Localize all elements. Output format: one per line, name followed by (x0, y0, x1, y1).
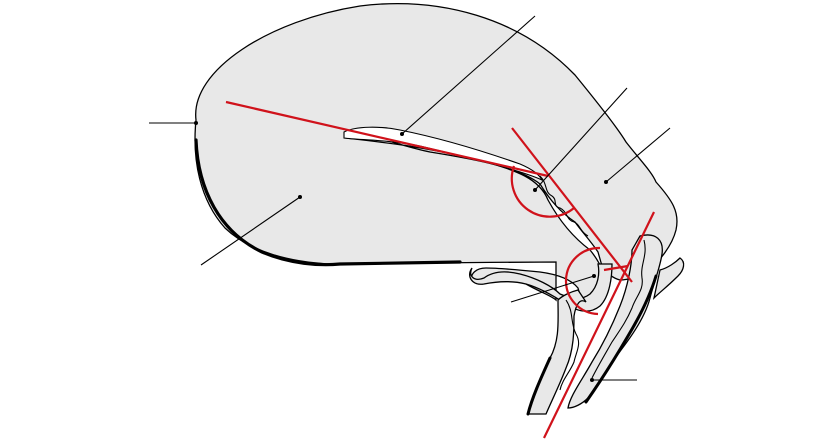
leader-line-top (401, 15, 536, 135)
leader-line-upper-right (534, 87, 628, 191)
red-angle-arc-upper (510, 165, 575, 218)
leader-dot-lower-left (298, 195, 302, 199)
outer-right-flap (652, 257, 685, 301)
leader-line-lower-middle (510, 275, 595, 303)
main-body-shape (194, 3, 678, 307)
leader-dot-lower-middle (592, 274, 596, 278)
red-axis-line-lower (543, 211, 655, 439)
right-tube-inner-wavy (591, 239, 646, 379)
leader-dot-upper-right (533, 188, 537, 192)
leader-line-right (605, 127, 671, 183)
leader-dot-bottom-right (590, 378, 594, 382)
leader-dot-left (194, 121, 198, 125)
red-axis-line-middle (511, 127, 633, 283)
right-tube-thick-edge (584, 274, 658, 404)
inner-wavy-line (539, 175, 589, 237)
leader-dot-top (400, 132, 404, 136)
leader-line-lower-left (200, 196, 301, 266)
leader-dot-right (604, 180, 608, 184)
red-axis-line-upper (225, 100, 549, 178)
body-shadow-edge (194, 138, 462, 267)
left-tube-thick-edge (526, 356, 552, 416)
left-tube-wavy-edge (559, 299, 580, 391)
red-connector-line (603, 264, 629, 272)
red-angle-arc-lower (564, 246, 601, 316)
